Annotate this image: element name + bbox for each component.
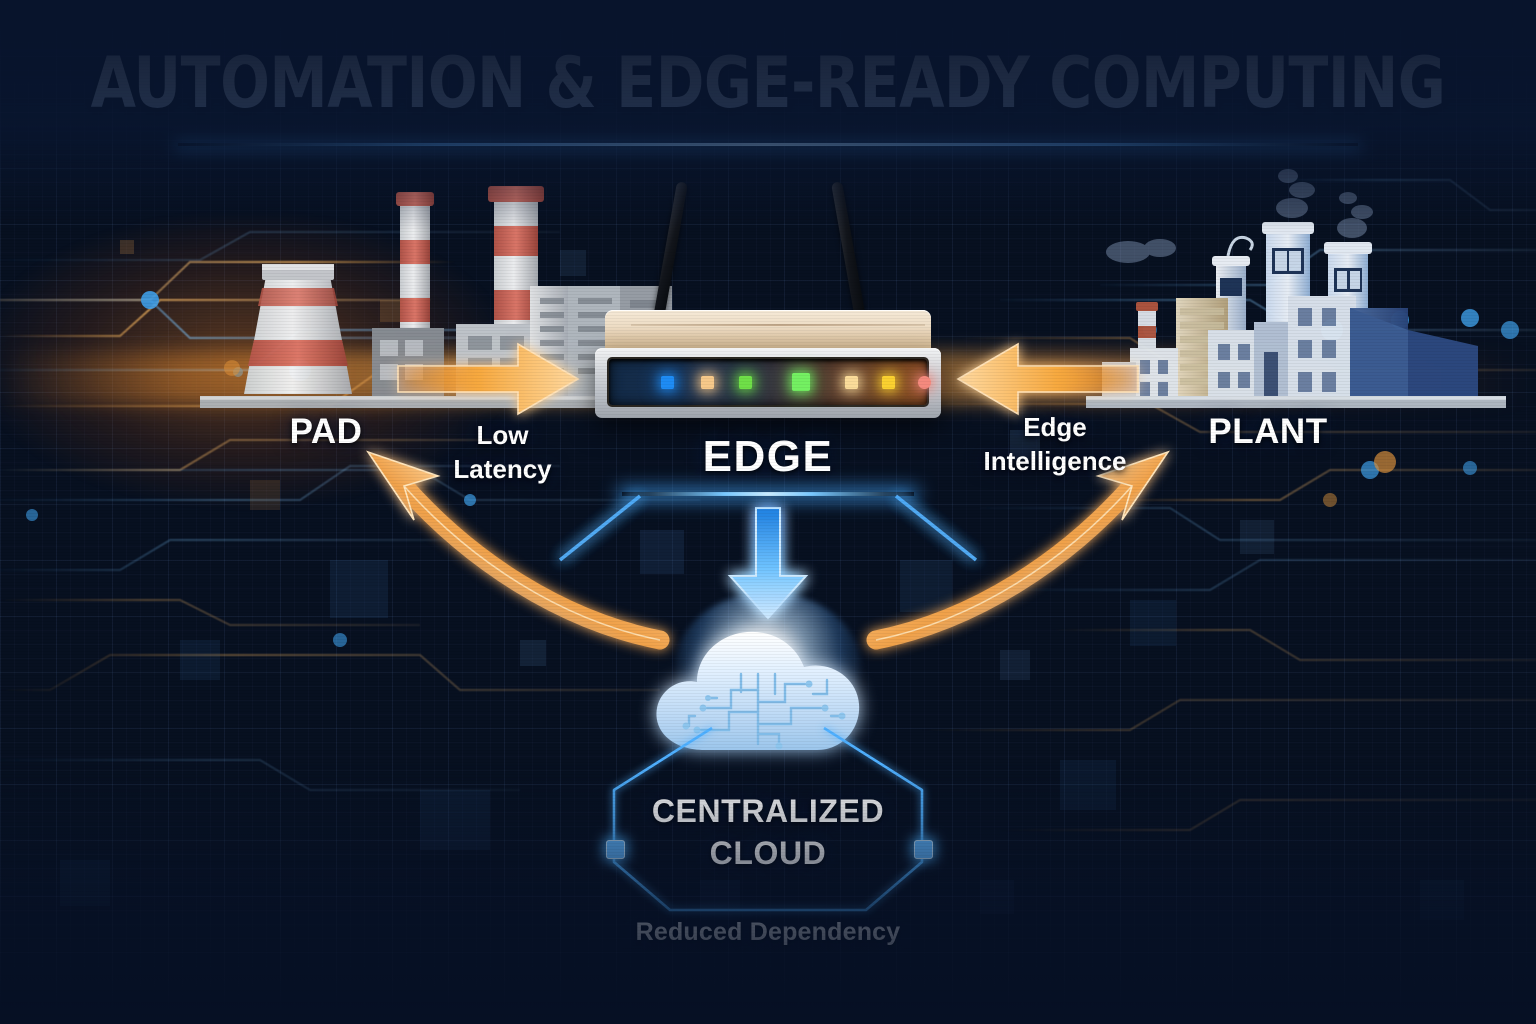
arrow-cloud-to-pad: [365, 450, 670, 650]
router-front-shell: [595, 348, 941, 418]
edge-intel-line2: Intelligence: [930, 444, 1180, 478]
low-latency-line2: Latency: [400, 452, 605, 486]
status-led-wan: [701, 375, 714, 389]
status-led-power: [661, 375, 674, 389]
edge-intel-line1: Edge: [930, 410, 1180, 444]
edge-underline-glow: [622, 492, 914, 496]
edge-router-device: [595, 181, 941, 418]
arrow-pad-to-edge: [397, 342, 580, 416]
node-label-edge: EDGE: [648, 432, 888, 482]
connector-label-edge-intelligence: Edge Intelligence: [930, 410, 1180, 478]
arrow-plant-to-edge: [956, 342, 1139, 416]
arrow-cloud-to-plant: [866, 450, 1171, 650]
connector-label-low-latency: Low Latency: [400, 418, 605, 486]
status-led-lan1: [739, 375, 752, 389]
top-vignette: [0, 0, 1536, 230]
node-label-plant: PLANT: [1163, 412, 1373, 452]
router-top-seam: [631, 324, 925, 326]
status-led-alert: [918, 375, 931, 389]
bottom-vignette: [0, 764, 1536, 1024]
low-latency-line1: Low: [400, 418, 605, 452]
node-label-pad: PAD: [221, 412, 431, 452]
edge-blue-connectors: [558, 494, 978, 562]
status-led-wifi: [882, 375, 895, 389]
status-led-lan3: [845, 375, 858, 389]
router-led-panel: [609, 359, 931, 405]
centralized-cloud-icon: [645, 592, 891, 772]
router-top-shell: [605, 310, 931, 354]
status-led-lan2: [792, 373, 810, 391]
